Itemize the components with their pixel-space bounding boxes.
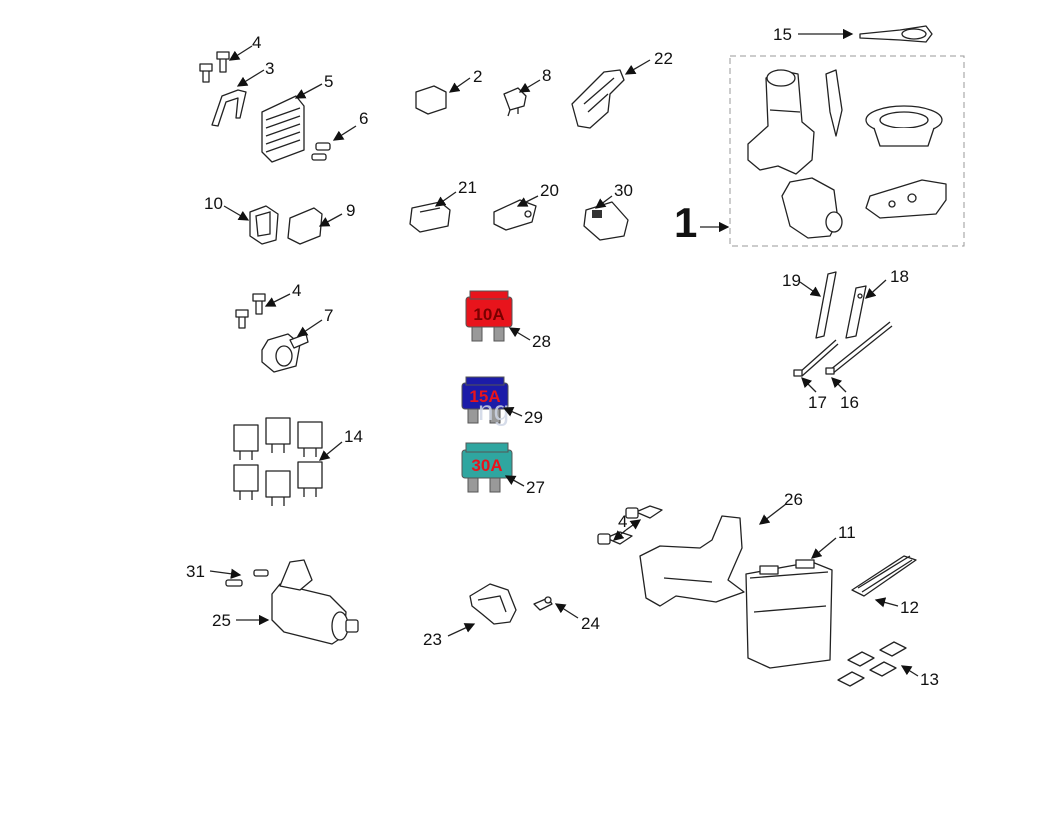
- bolt-31-part: [225, 569, 269, 587]
- callout-numbers: 4 3 5 6 10 9 4 7 14 31 25 2 8 22 21 20 3…: [186, 25, 939, 689]
- fuse-10a: 10A: [465, 290, 513, 342]
- fuel-cap-part: [865, 105, 943, 147]
- key-blank-part: [825, 69, 843, 137]
- callout-25: 25: [212, 611, 231, 630]
- screw-24-part: [533, 596, 553, 611]
- relay-set-part: [233, 417, 323, 506]
- fuse-15a: 15A: [461, 376, 509, 424]
- pads-13-part: [837, 641, 907, 687]
- callout-10: 10: [204, 194, 223, 213]
- callout-28: 28: [532, 332, 551, 351]
- fuse-30a-label: 30A: [471, 456, 502, 475]
- callout-3: 3: [265, 59, 274, 78]
- seat-lock-part: [781, 177, 843, 239]
- lock-plate-part: [865, 179, 947, 219]
- bolt-pair-part: [235, 293, 266, 329]
- callout-27: 27: [526, 478, 545, 497]
- callout-4b: 4: [292, 281, 301, 300]
- callout-1-main: 1: [674, 199, 697, 246]
- bracket-part: [211, 89, 247, 127]
- connector-cover-part: [287, 207, 323, 245]
- strap-18-part: [845, 285, 867, 339]
- callout-8: 8: [542, 66, 551, 85]
- battery-bracket-26-part: [639, 515, 745, 607]
- callout-14: 14: [344, 427, 363, 446]
- callout-31: 31: [186, 562, 205, 581]
- regulator-part: [261, 95, 305, 163]
- callout-18: 18: [890, 267, 909, 286]
- ignition-switch-part: [747, 69, 815, 175]
- connector-2-part: [415, 85, 447, 115]
- sensor-part: [261, 333, 309, 373]
- callout-arrows: [209, 28, 919, 677]
- screw-part: [311, 142, 331, 161]
- ignition-kit-box: [729, 55, 965, 247]
- callout-24: 24: [581, 614, 600, 633]
- callout-16: 16: [840, 393, 859, 412]
- callout-23: 23: [423, 630, 442, 649]
- key-15-part: [859, 25, 933, 43]
- cap-part: [249, 205, 279, 245]
- callout-7: 7: [324, 306, 333, 325]
- cable-tie-16-part: [825, 321, 893, 375]
- relay-8-part: [503, 87, 527, 117]
- fuse-10a-label: 10A: [473, 305, 504, 324]
- clamp-23-part: [469, 583, 517, 625]
- callout-19: 19: [782, 271, 801, 290]
- callout-2: 2: [473, 67, 482, 86]
- callout-17: 17: [808, 393, 827, 412]
- callout-5: 5: [324, 72, 333, 91]
- callout-15: 15: [773, 25, 792, 44]
- callout-29: 29: [524, 408, 543, 427]
- callout-26: 26: [784, 490, 803, 509]
- battery-strap-12-part: [851, 555, 917, 597]
- callout-22: 22: [654, 49, 673, 68]
- switch-22-part: [571, 69, 625, 129]
- callout-9: 9: [346, 201, 355, 220]
- bolt-4c-part: [597, 505, 663, 545]
- connector-20-part: [493, 199, 537, 231]
- callout-4: 4: [252, 33, 261, 52]
- callout-6: 6: [359, 109, 368, 128]
- callout-30: 30: [614, 181, 633, 200]
- cable-tie-17-part: [793, 339, 839, 377]
- fuse-30a: 30A: [461, 442, 513, 493]
- battery-11-part: [745, 559, 833, 669]
- callout-11: 11: [838, 523, 856, 542]
- strap-19-part: [815, 271, 837, 339]
- watermark-text: ng: [478, 395, 509, 426]
- fuse-15a-label: 15A: [469, 387, 500, 406]
- callout-12: 12: [900, 598, 919, 617]
- connector-30-part: [583, 201, 629, 241]
- callout-20: 20: [540, 181, 559, 200]
- callout-4c: 4: [618, 512, 627, 531]
- bolt-part: [199, 51, 230, 83]
- callout-21: 21: [458, 178, 477, 197]
- callout-13: 13: [920, 670, 939, 689]
- starter-motor-part: [271, 559, 359, 645]
- connector-21-part: [409, 201, 451, 233]
